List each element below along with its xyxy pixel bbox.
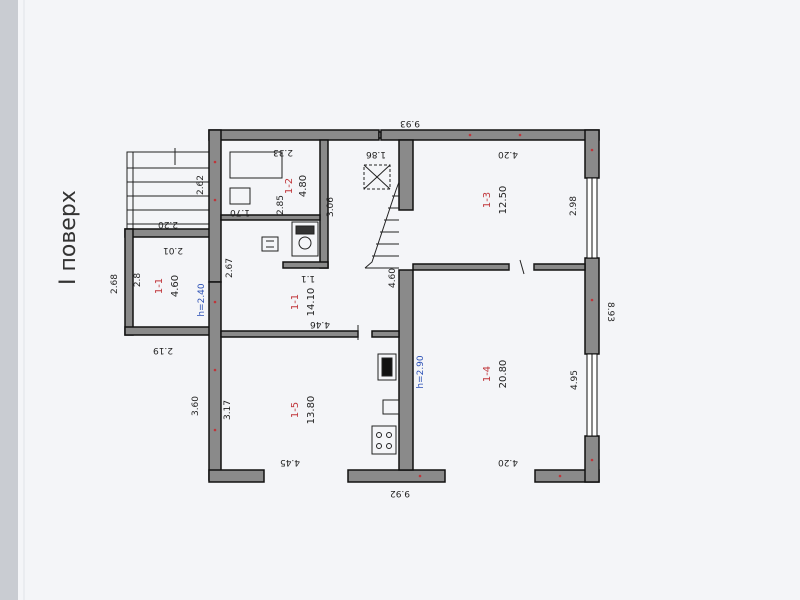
room-3-dim-a: 4.20: [498, 149, 518, 159]
room-bath-dim-e: 1.86: [366, 149, 386, 159]
dim-left-lower: 3.60: [191, 396, 201, 416]
room-3-id: 1-3: [482, 192, 493, 208]
room-5-dim-a: 3.17: [223, 400, 233, 420]
room-3-area: 12.50: [498, 186, 509, 215]
room-bath-dim-d: 3.06: [326, 197, 336, 217]
kitchen-fixtures: [371, 353, 400, 455]
room-bath-dim-c: 1.70: [230, 207, 250, 217]
room-hall-id: 1-1: [290, 294, 301, 310]
dim-porch-top: 2.20: [158, 219, 178, 229]
dim-right-overall: 8.93: [605, 302, 615, 322]
room-porch-dim-a: 2.01: [163, 245, 183, 255]
wall-marker-dots: [213, 133, 594, 478]
room-hall-dim-c: 4.60: [388, 268, 398, 288]
room-porch-height: h=2.40: [197, 283, 207, 317]
room-hall-area: 14.10: [306, 288, 317, 317]
room-5-dim-b: 4.45: [280, 457, 300, 467]
room-hall-dim-d: 1.1: [301, 273, 315, 283]
room-bath-dim-b: 2.85: [276, 195, 286, 215]
room-porch-dim-b: 2.8: [133, 273, 143, 288]
room-porch-area: 4.60: [170, 275, 181, 297]
door-hatch-marks: [357, 259, 535, 340]
right-windows: [586, 177, 598, 437]
dim-bottom-overall: 9.92: [390, 488, 410, 498]
stove-fixture: [291, 221, 319, 257]
interior-stairs: [364, 181, 400, 269]
dim-porch-bottom: 2.19: [153, 345, 173, 355]
exterior-walls: [208, 129, 600, 483]
room-bath-area: 4.80: [298, 175, 309, 197]
room-hall-dim-a: 2.67: [225, 258, 235, 278]
room-porch-id: 1-1: [154, 278, 165, 294]
vent-box: [363, 164, 391, 190]
room-4-dim-b: 4.20: [498, 457, 518, 467]
room-hall-dim-b: 4.46: [310, 319, 330, 329]
dim-porch-width: 2.68: [110, 274, 120, 294]
bathroom-fixtures: [229, 151, 283, 252]
dim-left-upper: 2.62: [196, 175, 206, 195]
room-3-dim-b: 2.98: [569, 196, 579, 216]
room-bath-dim-a: 2.33: [273, 147, 293, 157]
room-bath-id: 1-2: [284, 178, 295, 194]
room-5-area: 13.80: [306, 396, 317, 425]
room-4-id: 1-4: [482, 366, 493, 382]
floor-title: I поверх: [56, 190, 81, 285]
room-5-id: 1-5: [290, 402, 301, 418]
room-4-dim-a: 4.95: [570, 370, 580, 390]
room-4-area: 20.80: [498, 360, 509, 389]
ceiling-height-note: h=2.90: [416, 355, 426, 389]
dim-top-overall: 9.93: [400, 118, 420, 128]
interior-walls: [220, 139, 586, 471]
